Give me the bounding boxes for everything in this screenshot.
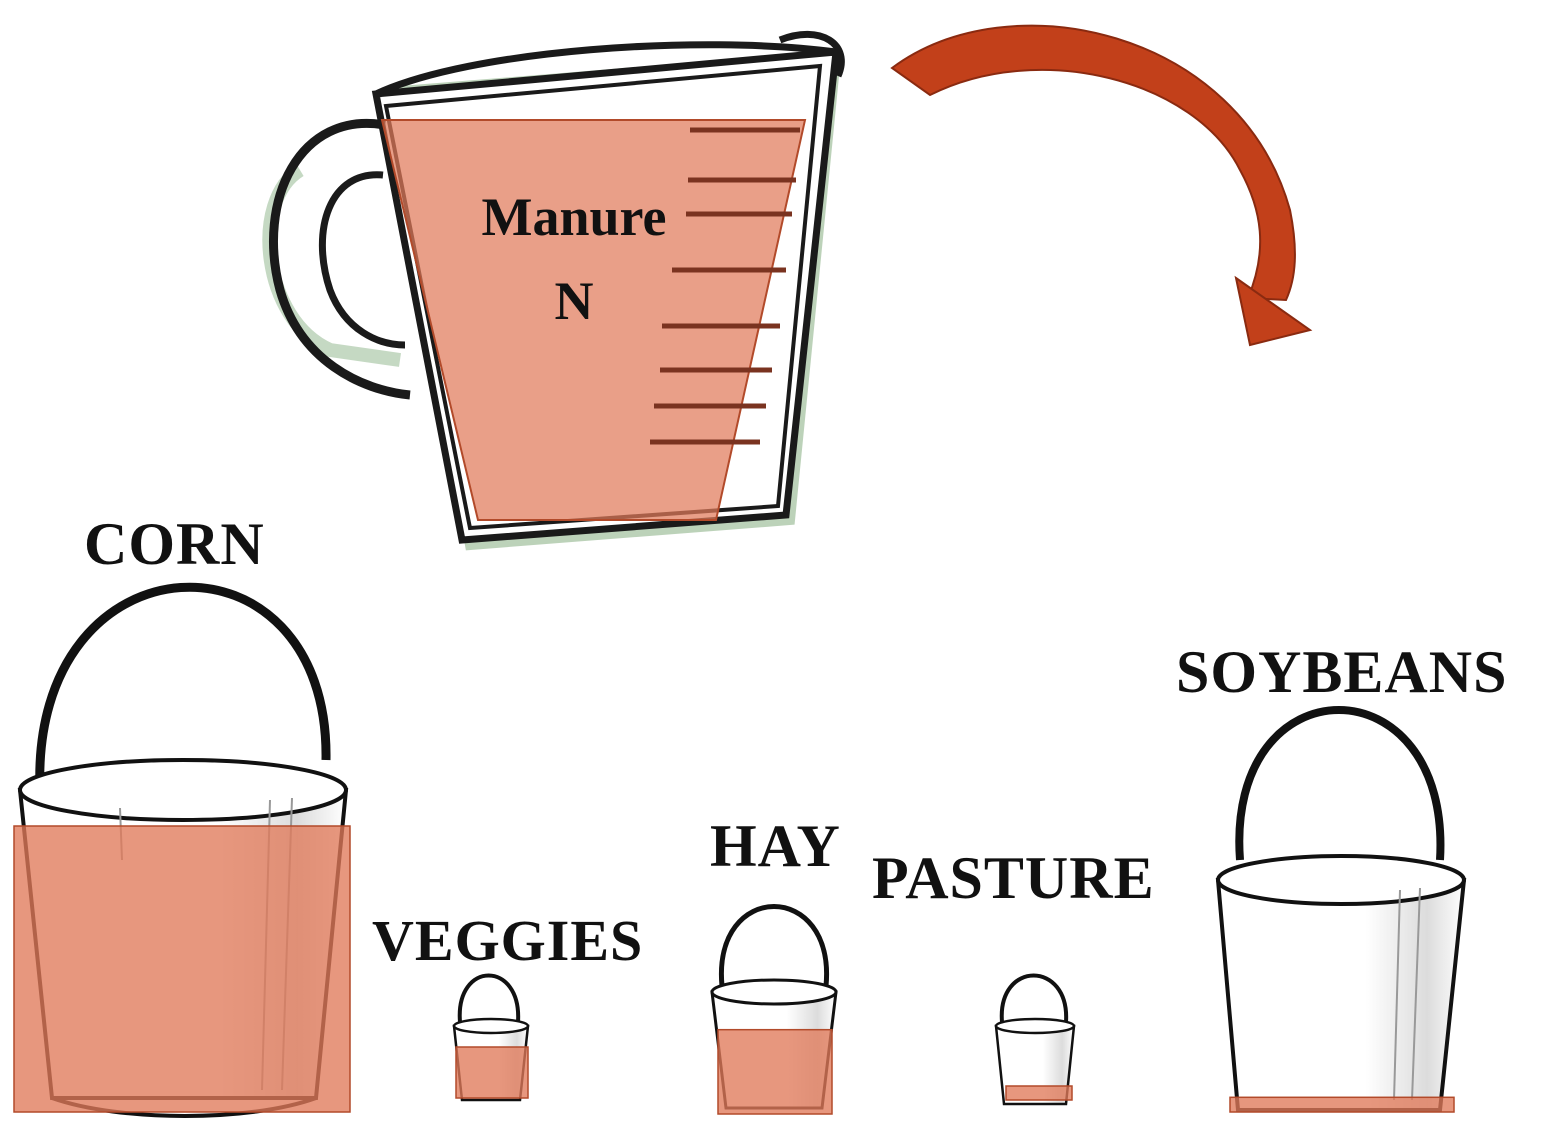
manure-label-line1: Manure — [444, 176, 704, 260]
label-pasture: PASTURE — [872, 848, 1155, 908]
fill-corn — [14, 826, 350, 1112]
label-corn: CORN — [84, 514, 265, 574]
label-hay: HAY — [710, 816, 841, 876]
fill-soybeans — [1230, 1097, 1454, 1112]
fill-hay — [718, 1030, 832, 1114]
label-veggies: VEGGIES — [372, 912, 643, 970]
fill-veggies — [456, 1047, 528, 1098]
manure-n-label: Manure N — [444, 176, 704, 343]
label-soybeans: SOYBEANS — [1176, 642, 1507, 702]
bucket-pasture — [996, 976, 1074, 1105]
fill-pasture — [1006, 1086, 1072, 1100]
bucket-soybeans — [1218, 710, 1464, 1110]
manure-label-line2: N — [444, 260, 704, 344]
pour-arrow — [892, 26, 1310, 345]
